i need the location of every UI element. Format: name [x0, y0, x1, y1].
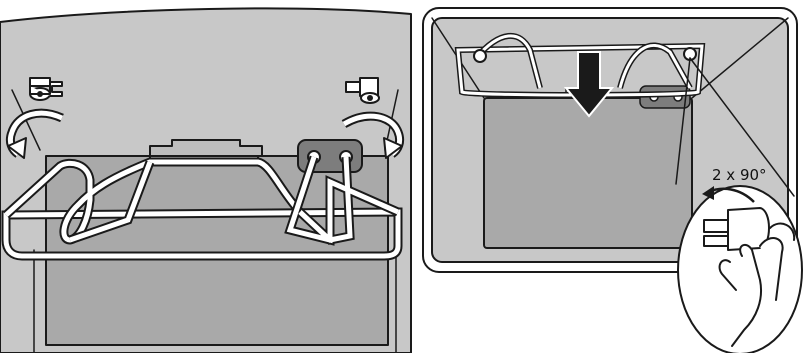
oven-back-wall	[484, 98, 692, 248]
right-panel: 2 x 90°	[423, 8, 802, 353]
fastener-icon	[474, 50, 486, 62]
rotation-label: 2 x 90°	[712, 166, 767, 184]
left-panel	[0, 8, 411, 353]
